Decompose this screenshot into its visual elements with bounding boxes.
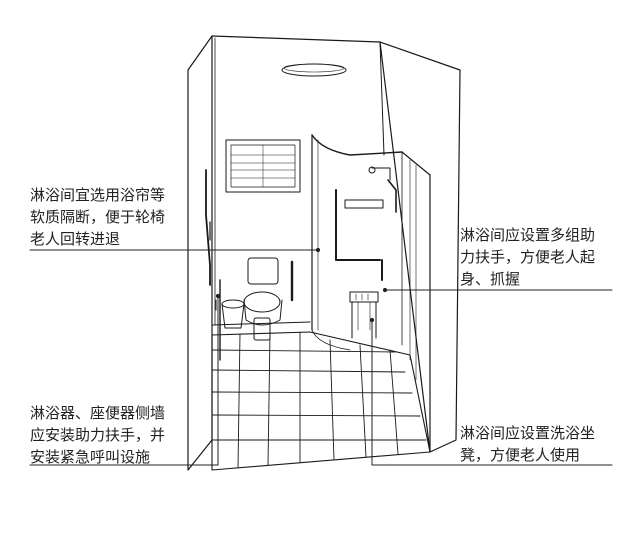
wall-grab-bar <box>205 169 221 361</box>
shower-stool <box>349 291 379 339</box>
annotation-line: 安装紧急呼叫设施 <box>30 448 151 466</box>
annotation-line: 软质隔断，便于轮椅 <box>30 208 166 226</box>
annotation-line: 淋浴器、座便器侧墙 <box>30 404 166 422</box>
waste-bin <box>221 299 245 329</box>
annotation-curtain: 淋浴间宜选用浴帘等 软质隔断，便于轮椅 老人回转进退 <box>30 184 165 250</box>
annotation-shower-stool: 淋浴间应设置洗浴坐 凳，方便老人使用 <box>460 422 595 466</box>
annotation-line: 淋浴间应设置洗浴坐 <box>460 424 596 442</box>
shower-wall <box>401 151 431 453</box>
floor-tiles <box>211 331 431 471</box>
annotation-grab-bars-side-wall: 淋浴器、座便器侧墙 应安装助力扶手，并 安装紧急呼叫设施 <box>30 402 165 468</box>
leader-lines <box>29 247 613 466</box>
annotation-grab-bars-multi: 淋浴间应设置多组助 力扶手，方便老人起 身、抓握 <box>460 224 595 290</box>
shower-curtain <box>311 134 403 351</box>
ceiling-light <box>281 63 347 77</box>
toilet <box>243 257 283 341</box>
annotation-line: 淋浴间宜选用浴帘等 <box>30 186 166 204</box>
room-walls <box>187 35 461 471</box>
annotation-line: 老人回转进退 <box>30 230 121 248</box>
annotation-line: 身、抓握 <box>460 270 521 288</box>
annotation-line: 力扶手，方便老人起 <box>460 248 596 266</box>
window <box>225 139 301 193</box>
shower-fixtures <box>335 166 397 281</box>
annotation-line: 应安装助力扶手，并 <box>30 426 166 444</box>
annotation-line: 凳，方便老人使用 <box>460 446 581 464</box>
annotation-line: 淋浴间应设置多组助 <box>460 226 596 244</box>
